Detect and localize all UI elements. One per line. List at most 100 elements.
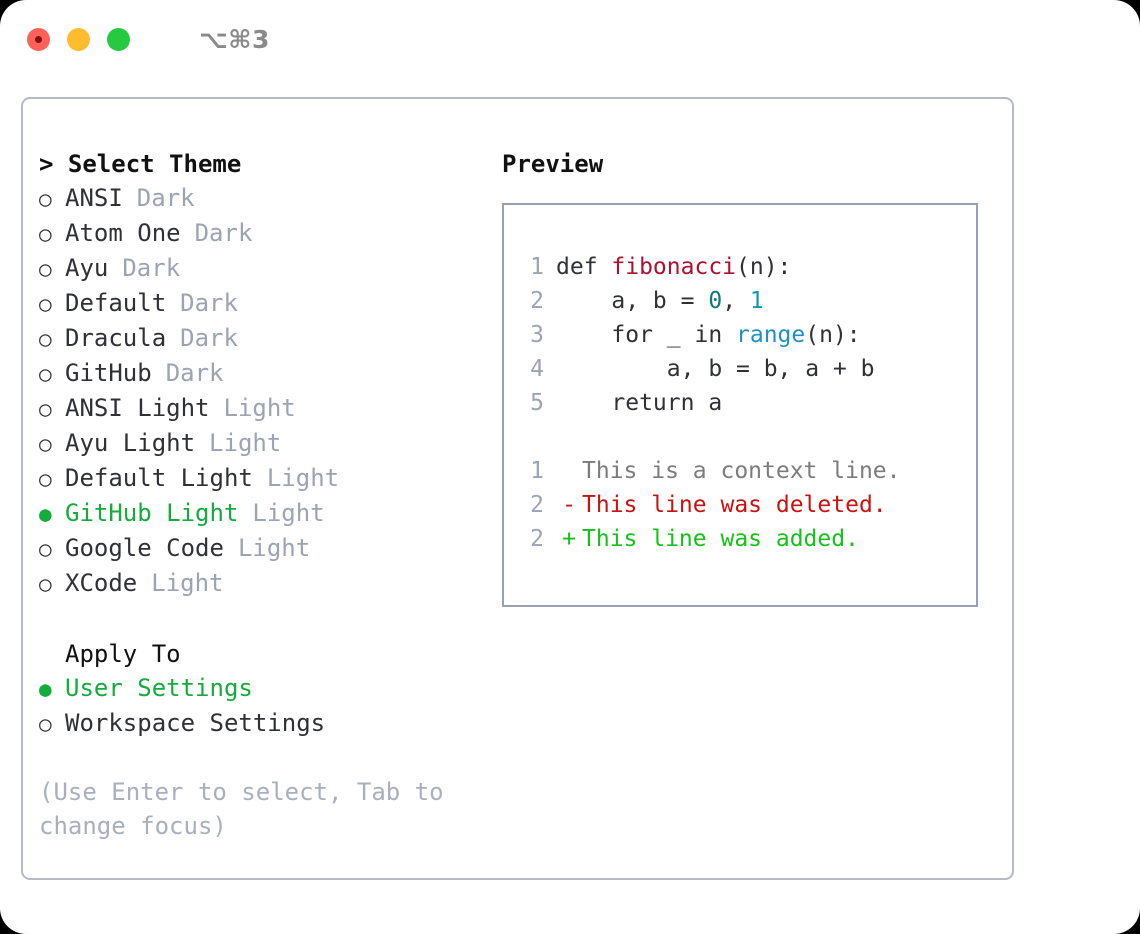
- keyboard-shortcut-label: ⌥⌘3: [199, 24, 270, 54]
- apply-to-option-workspace-settings[interactable]: ○ Workspace Settings: [39, 706, 491, 741]
- diff-sample: 1 This is a context line.2-This line was…: [504, 454, 976, 556]
- apply-to-option-label: User Settings: [65, 674, 253, 702]
- preview-heading: Preview: [502, 150, 604, 178]
- theme-variant-tag: Dark: [122, 254, 181, 282]
- radio-unselected-icon: ○: [39, 222, 52, 246]
- theme-option-ayu-light[interactable]: ○ Ayu Light Light: [39, 426, 491, 461]
- radio-unselected-icon: ○: [39, 397, 52, 421]
- diff-sign: [556, 454, 582, 488]
- radio-unselected-icon: ○: [39, 432, 52, 456]
- radio-unselected-icon: ○: [39, 537, 52, 561]
- code-token-plain: (n):: [805, 322, 861, 348]
- apply-to-option-user-settings[interactable]: ● User Settings: [39, 671, 491, 706]
- code-line-number: 4: [530, 356, 544, 382]
- theme-variant-tag: Dark: [194, 219, 253, 247]
- theme-option-label: XCode: [65, 569, 138, 597]
- theme-option-github-light[interactable]: ● GitHub Light Light: [39, 496, 491, 531]
- theme-option-label: ANSI Light: [65, 394, 210, 422]
- theme-variant-tag: Light: [237, 534, 311, 562]
- diff-line-deleted: 2-This line was deleted.: [504, 488, 976, 522]
- diff-line-text: This line was added.: [582, 526, 859, 552]
- code-token-fn: fibonacci: [611, 254, 737, 280]
- apply-to-section: Apply To ● User Settings ○ Workspace Settin…: [39, 637, 491, 741]
- theme-option-label: GitHub Light: [65, 499, 239, 527]
- theme-option-xcode[interactable]: ○ XCode Light: [39, 566, 491, 601]
- radio-unselected-icon: ○: [39, 327, 52, 351]
- diff-line-text: This line was deleted.: [582, 492, 887, 518]
- code-token-call: range: [736, 322, 806, 348]
- code-line-text: a, b = 0, 1: [556, 284, 764, 318]
- code-line-number: 2: [530, 288, 544, 314]
- code-line: 5 return a: [504, 386, 976, 420]
- maximize-window-button[interactable]: [107, 27, 130, 51]
- radio-selected-icon: ●: [39, 502, 52, 526]
- theme-variant-tag: Light: [223, 394, 296, 422]
- radio-unselected-icon: ○: [39, 362, 52, 386]
- theme-option-label: Ayu Light: [65, 429, 196, 457]
- code-token-num1: 1: [749, 288, 764, 314]
- code-line: 4 a, b = b, a + b: [504, 352, 976, 386]
- code-token-plain: def: [556, 254, 612, 280]
- code-token-plain: a, b = b, a + b: [556, 356, 875, 382]
- theme-option-label: Default Light: [65, 464, 253, 492]
- code-line-text: for _ in range(n):: [556, 318, 861, 352]
- code-line-text: return a: [556, 386, 722, 420]
- theme-variant-tag: Light: [151, 569, 224, 597]
- theme-option-label: Default: [65, 289, 167, 317]
- diff-line-number: 2: [530, 492, 544, 518]
- theme-variant-tag: Dark: [180, 324, 238, 352]
- code-line-number: 3: [530, 322, 544, 348]
- code-line-text: a, b = b, a + b: [556, 352, 875, 386]
- radio-selected-icon: ●: [39, 677, 52, 701]
- theme-variant-tag: Dark: [136, 184, 195, 212]
- window-titlebar: ⌥⌘3: [0, 0, 1140, 78]
- theme-variant-tag: Light: [266, 464, 340, 492]
- radio-unselected-icon: ○: [39, 712, 52, 736]
- code-line-number: 1: [530, 254, 544, 280]
- apply-to-option-label: Workspace Settings: [65, 709, 326, 737]
- code-token-plain: a, b =: [556, 288, 709, 314]
- theme-option-ansi-light[interactable]: ○ ANSI Light Light: [39, 391, 491, 426]
- code-token-num0: 0: [708, 288, 723, 314]
- code-line-number: 5: [530, 390, 544, 416]
- theme-option-atom-one[interactable]: ○ Atom One Dark: [39, 216, 491, 251]
- apply-to-heading: Apply To: [65, 640, 181, 668]
- keyboard-hint-text: (Use Enter to select, Tab to change focu…: [39, 778, 459, 840]
- code-line: 3 for _ in range(n):: [504, 318, 976, 352]
- code-token-plain: return a: [556, 390, 723, 416]
- radio-unselected-icon: ○: [39, 572, 52, 596]
- theme-option-label: GitHub: [65, 359, 152, 387]
- theme-variant-tag: Light: [209, 429, 282, 457]
- radio-unselected-icon: ○: [39, 292, 52, 316]
- diff-line-context: 1 This is a context line.: [504, 454, 976, 488]
- diff-line-text: This is a context line.: [582, 458, 901, 484]
- code-token-plain: ,: [722, 288, 750, 314]
- radio-unselected-icon: ○: [39, 187, 52, 211]
- code-token-plain: (n):: [736, 254, 792, 280]
- code-line-text: def fibonacci(n):: [556, 250, 791, 284]
- apply-to-option-list[interactable]: ● User Settings ○ Workspace Settings: [39, 671, 491, 741]
- close-window-button[interactable]: [27, 27, 50, 51]
- diff-line-number: 1: [530, 458, 544, 484]
- theme-option-label: Google Code: [65, 534, 224, 562]
- theme-variant-tag: Light: [252, 499, 325, 527]
- minimize-window-button[interactable]: [67, 27, 90, 51]
- diff-line-number: 2: [530, 526, 544, 552]
- theme-option-label: Atom One: [65, 219, 181, 247]
- code-line: 1 def fibonacci(n):: [504, 250, 976, 284]
- theme-option-google-code[interactable]: ○ Google Code Light: [39, 531, 491, 566]
- diff-line-added: 2+This line was added.: [504, 522, 976, 556]
- code-token-plain: for _ in: [556, 322, 737, 348]
- code-line: 2 a, b = 0, 1: [504, 284, 976, 318]
